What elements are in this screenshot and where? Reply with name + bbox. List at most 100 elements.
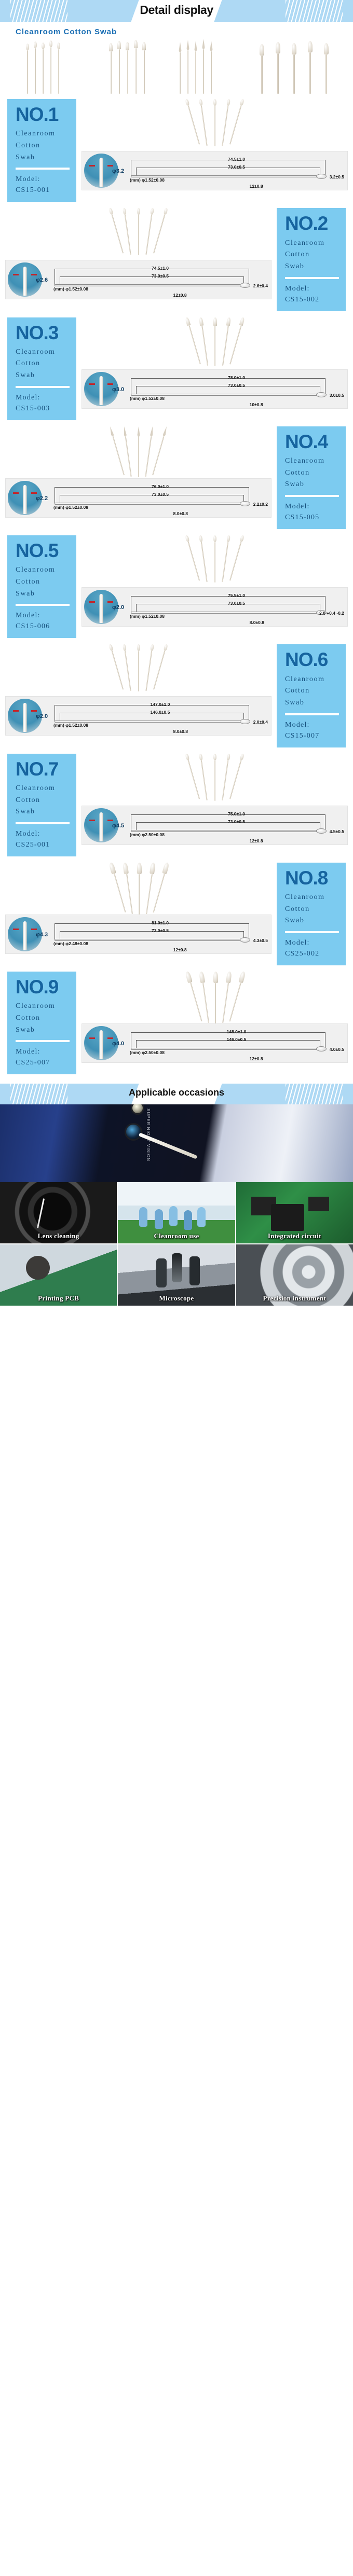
product-photo xyxy=(82,315,348,369)
swab-item xyxy=(26,44,29,94)
label-divider xyxy=(285,713,339,715)
product-number: NO.2 xyxy=(285,213,328,234)
shaft-length-dimension: 73.0±0.5 xyxy=(151,273,169,279)
total-length-dimension: 147.0±1.0 xyxy=(150,702,170,708)
swab-item xyxy=(276,42,280,94)
product-photo xyxy=(5,861,271,915)
head-length-dimension: 8.0±0.8 xyxy=(173,729,188,735)
swab-item xyxy=(213,99,216,146)
phone-flash-icon xyxy=(131,1104,144,1115)
swab-item xyxy=(260,44,264,94)
gallery-cell: Microscope xyxy=(118,1244,235,1306)
swab-item xyxy=(137,644,140,692)
swab-item xyxy=(134,40,138,94)
dimension-arrow-left-icon xyxy=(13,710,19,712)
dimension-arrow-right-icon xyxy=(31,492,37,494)
product-line-1: Cleanroom xyxy=(285,893,325,902)
head-length-dimension: 12±0.8 xyxy=(249,838,263,843)
product-line-3: Swab xyxy=(285,480,305,489)
product-line-3: Swab xyxy=(16,808,35,816)
product-line-2: Cotton xyxy=(16,796,40,804)
section-heading: Cleanroom Cotton Swab xyxy=(16,27,117,36)
head-length-dimension: 12±0.8 xyxy=(249,184,263,189)
swab-item xyxy=(142,42,146,94)
tip-closeup-image xyxy=(84,808,118,842)
dimension-arrow-left-icon xyxy=(13,274,19,276)
shaft-diameter-dimension: (mm) φ1.52±0.08 xyxy=(53,286,88,292)
swab-fan xyxy=(166,533,264,587)
detail-display-banner: Detail display xyxy=(0,0,353,22)
swab-item xyxy=(137,208,140,256)
product-line-1: Cleanroom xyxy=(16,130,56,138)
product-line-1: Cleanroom xyxy=(16,348,56,356)
gallery-cell: Integrated circuit xyxy=(236,1182,353,1244)
product-line-1: Cleanroom xyxy=(16,1002,56,1010)
swab-item xyxy=(108,644,125,690)
tip-closeup-shaft xyxy=(99,812,103,841)
product-line-2: Cotton xyxy=(285,687,310,695)
swab-group-sharp xyxy=(179,39,213,94)
gallery-caption: Precision instrument xyxy=(263,1294,327,1303)
product-line-3: Swab xyxy=(16,371,35,380)
tip-closeup-image xyxy=(84,590,118,625)
tip-closeup-shaft xyxy=(23,703,27,732)
dimension-arrow-right-icon xyxy=(31,928,37,930)
model-label: Model: xyxy=(16,175,40,184)
product-photo xyxy=(5,424,271,478)
swab-item xyxy=(137,862,142,915)
label-divider xyxy=(16,168,70,170)
gallery-caption: Microscope xyxy=(159,1294,194,1303)
swab-fan xyxy=(166,97,264,151)
dimension-arrow-left-icon xyxy=(89,165,95,167)
head-length-dimension: 10±0.8 xyxy=(249,401,263,407)
swab-item xyxy=(228,99,245,145)
swab-item xyxy=(199,535,209,583)
model-label: Model: xyxy=(285,721,310,729)
product-line-1: Cleanroom xyxy=(285,239,325,247)
product-number: NO.6 xyxy=(285,649,328,671)
swab-item xyxy=(117,41,121,94)
swab-group-round xyxy=(26,40,60,94)
swab-item xyxy=(213,972,218,1024)
product-line-2: Cotton xyxy=(285,251,310,259)
shaft-length-dimension: 73.0±0.5 xyxy=(227,819,246,824)
product-photo xyxy=(5,206,271,260)
total-length-dimension: 75.5±1.0 xyxy=(227,593,246,599)
swab-item xyxy=(152,644,168,690)
swab-item xyxy=(324,43,329,94)
swab-item xyxy=(123,426,133,477)
tip-diameter-label: φ4.0 xyxy=(112,1041,125,1047)
tip-closeup-image xyxy=(8,480,42,515)
head-length-dimension: 8.0±0.8 xyxy=(173,510,188,516)
swab-item xyxy=(213,317,217,366)
swab-item xyxy=(179,42,182,94)
swab-item xyxy=(221,753,230,800)
product-line-2: Cotton xyxy=(285,468,310,477)
gallery-caption: Integrated circuit xyxy=(267,1232,321,1240)
shaft-diameter-dimension: (mm) φ1.52±0.08 xyxy=(53,504,88,510)
swab-item xyxy=(308,41,313,94)
gallery-image xyxy=(0,1182,117,1244)
banner-stripes-right xyxy=(286,0,343,22)
product-number: NO.9 xyxy=(16,976,59,998)
tip-closeup-shaft xyxy=(99,158,103,187)
swab-item xyxy=(185,535,201,581)
dimension-arrow-left-icon xyxy=(89,1037,95,1040)
